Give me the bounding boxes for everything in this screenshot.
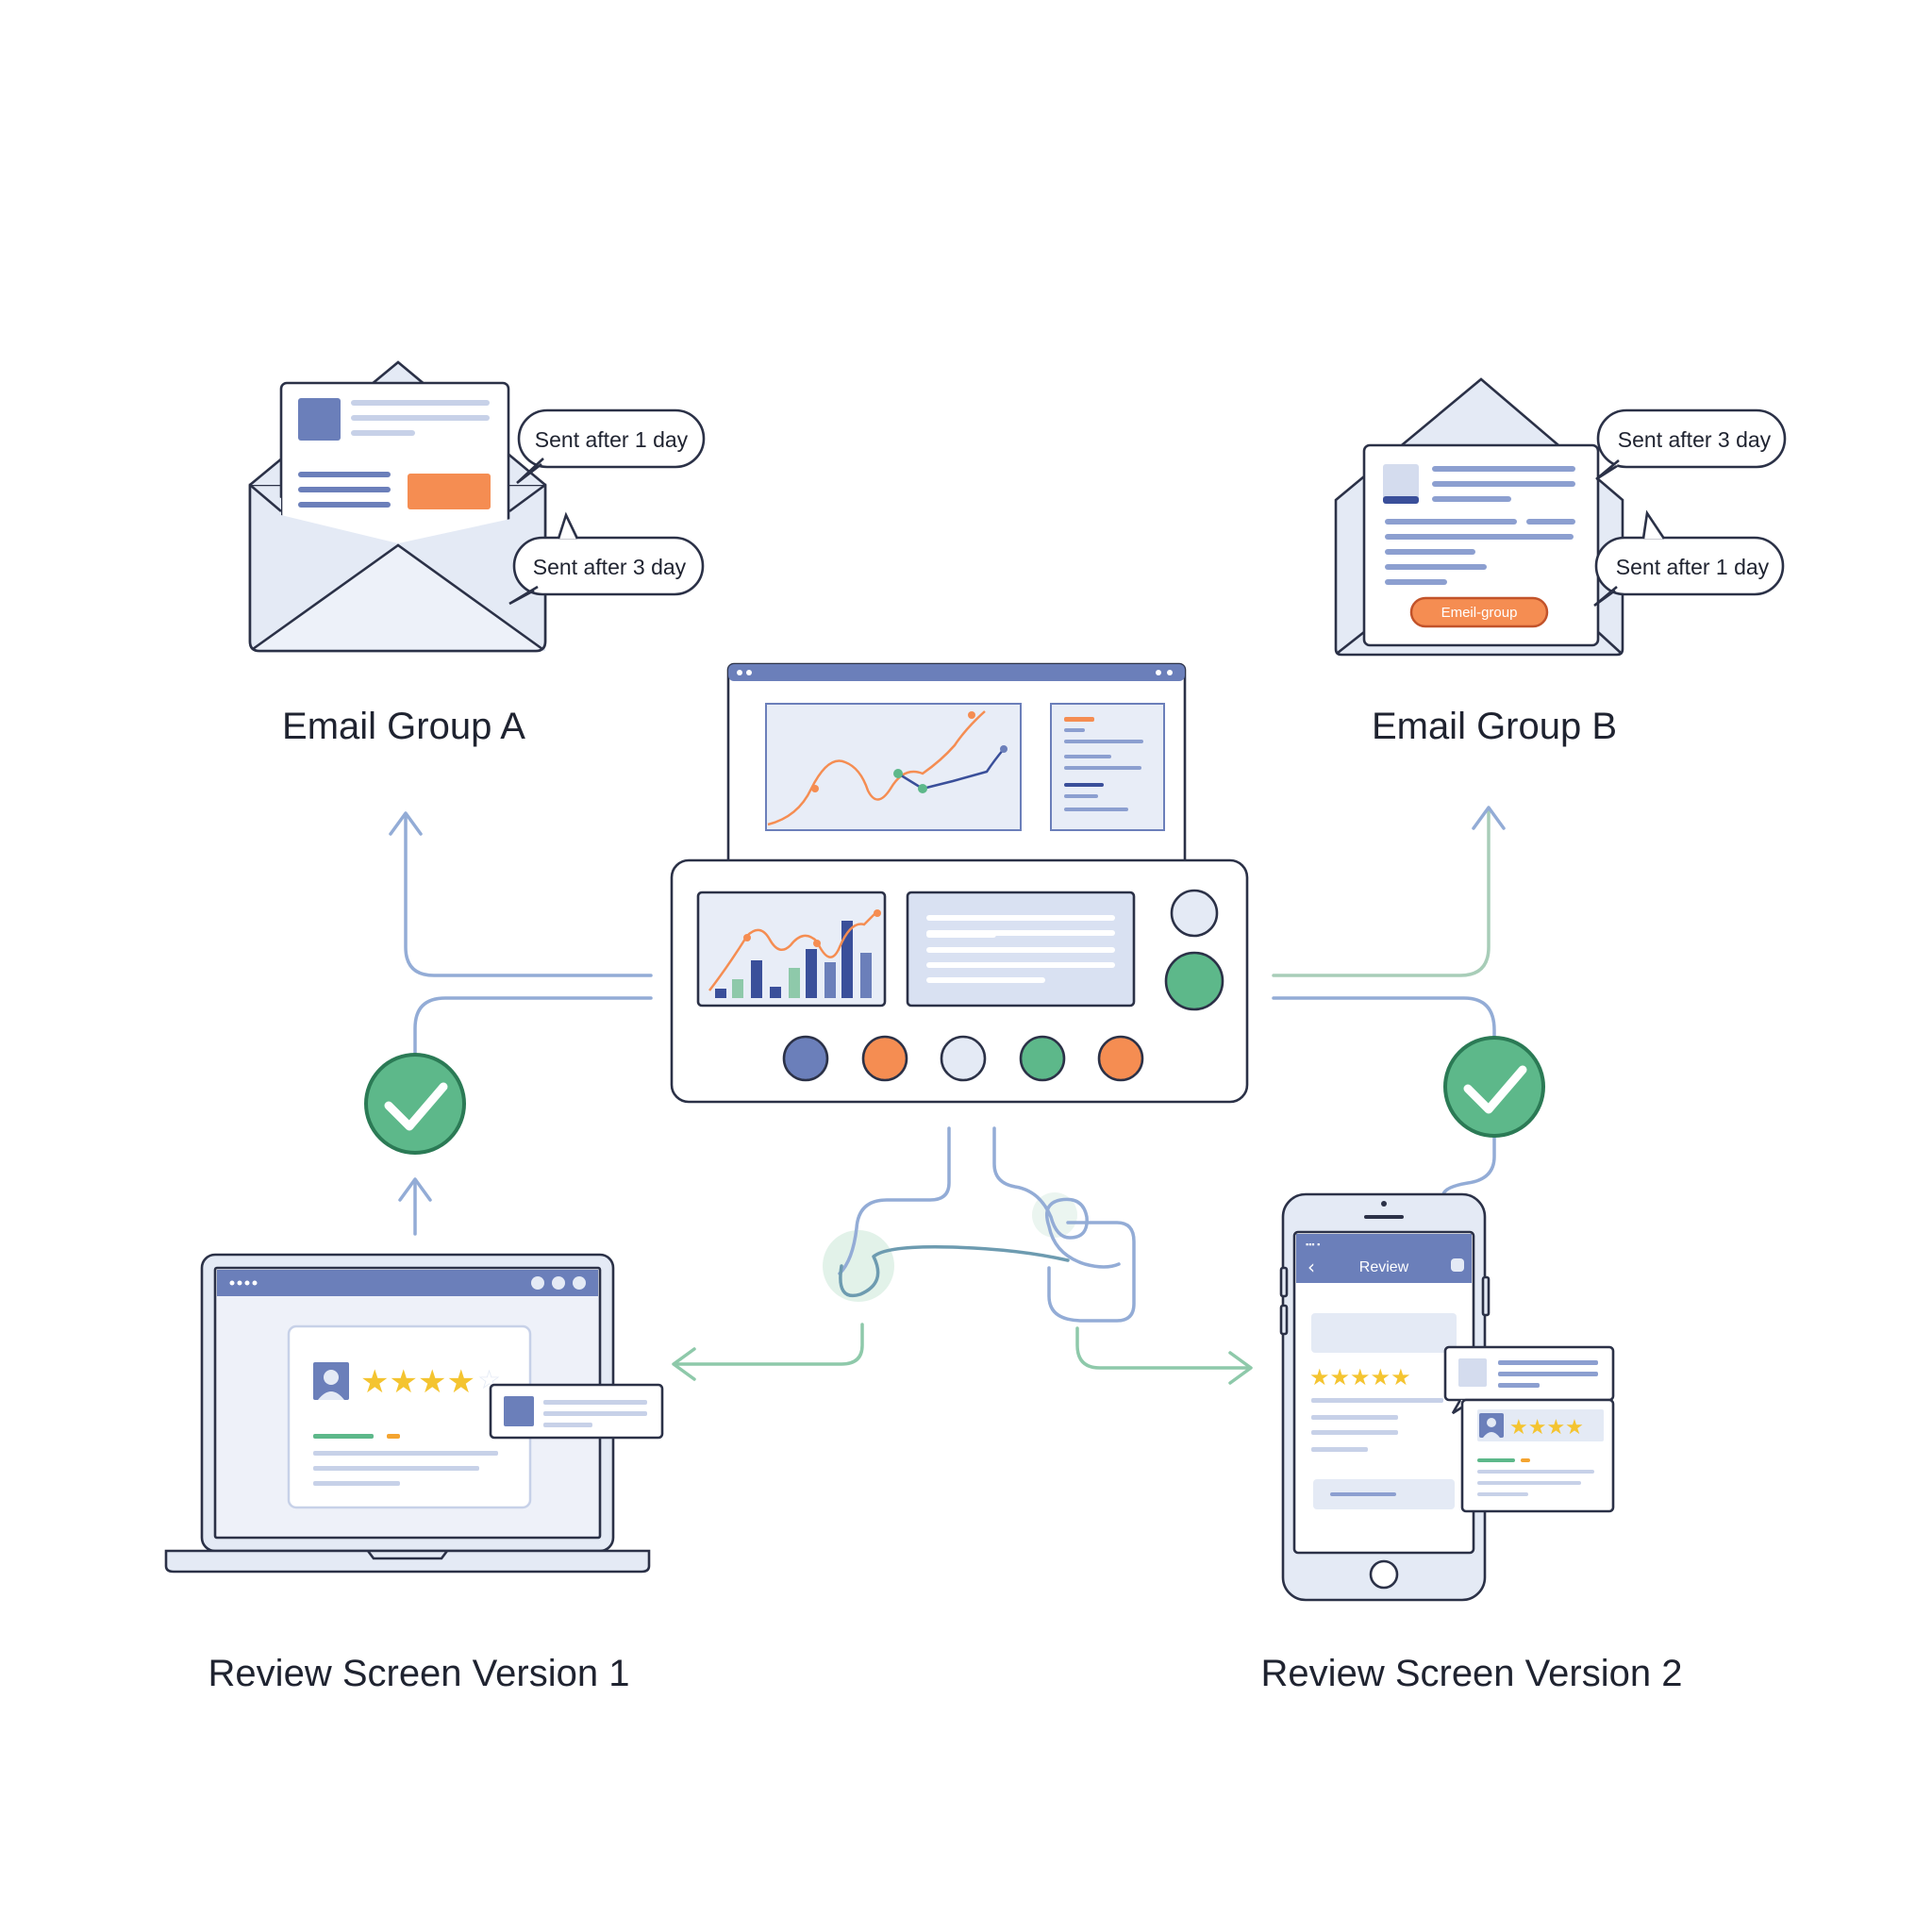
phone-header-title: Review <box>1359 1259 1409 1275</box>
review-screen-v2: ▪▪▪ ▪ ‹ Review ★★★★★ <box>1261 1192 1683 1694</box>
connector-check-to-phone <box>1441 1136 1496 1196</box>
checkmark-icon <box>1443 1036 1545 1138</box>
star-icon: ★★★★ <box>1509 1416 1584 1440</box>
email-group-a-label: Email Group A <box>282 706 525 747</box>
dashboard-button <box>861 1035 908 1082</box>
envelope-icon: Emeil-group <box>1334 377 1624 657</box>
star-icon: ★★★★ <box>360 1363 475 1401</box>
arrow-to-email-group-a <box>404 815 653 977</box>
email-b-bubble-bottom: Sent after 1 day <box>1616 555 1770 579</box>
laptop-icon: ★★★★ ☆ <box>164 1253 664 1574</box>
dashboard-button <box>1097 1035 1144 1082</box>
review-v1-label: Review Screen Version 1 <box>208 1653 630 1694</box>
back-chevron-icon[interactable]: ‹ <box>1307 1256 1315 1278</box>
connector-lower-left <box>838 1126 951 1275</box>
dashboard-button <box>940 1035 987 1082</box>
email-group-b-label: Email Group B <box>1372 706 1617 747</box>
review-v2-label: Review Screen Version 2 <box>1261 1653 1683 1694</box>
avatar-icon <box>313 1362 349 1400</box>
dashboard-button <box>1019 1035 1066 1082</box>
arrow-head-icon <box>672 1347 696 1381</box>
arrow-head-icon <box>398 1177 432 1202</box>
arrow-to-laptop <box>674 1323 864 1366</box>
arrow-head-icon <box>1472 806 1506 830</box>
home-button[interactable] <box>1369 1559 1399 1590</box>
arrow-head-icon <box>1228 1351 1253 1385</box>
email-b-bubble-top: Sent after 3 day <box>1618 427 1772 452</box>
dashboard-button <box>782 1035 829 1082</box>
arrow-to-email-group-b <box>1272 809 1491 977</box>
review-screen-v1: ★★★★ ☆ Review Screen Version 1 <box>164 1253 664 1694</box>
dashboard-knob <box>1170 889 1219 938</box>
envelope-icon <box>248 360 547 653</box>
email-a-bubble-bottom: Sent after 3 day <box>533 555 687 579</box>
speech-bubble-icon: Sent after 3 day <box>1595 408 1787 481</box>
smartphone-icon: ▪▪▪ ▪ ‹ Review ★★★★★ <box>1279 1192 1615 1602</box>
speech-bubble-icon: Sent after 1 day <box>516 408 706 485</box>
arrow-to-phone <box>1075 1326 1251 1370</box>
email-group-b: Emeil-group Sent after 3 day Sent after … <box>1334 377 1787 747</box>
star-icon: ★★★★★ <box>1309 1364 1411 1391</box>
svg-text:▪▪▪ ▪: ▪▪▪ ▪ <box>1306 1240 1320 1249</box>
connector-lower-right-loop <box>1047 1221 1136 1323</box>
speech-bubble-icon: Sent after 3 day <box>508 511 705 606</box>
connector-right-check <box>1272 996 1496 1040</box>
email-group-b-button-label: Emeil-group <box>1441 605 1518 621</box>
dashboard-icon <box>670 662 1249 1104</box>
checkmark-icon <box>364 1053 466 1155</box>
profile-icon[interactable] <box>1451 1258 1464 1272</box>
email-group-a: Sent after 1 day Sent after 3 day Email … <box>248 360 706 747</box>
email-group-b-button <box>1409 596 1549 628</box>
speech-bubble-icon: Sent after 1 day <box>1593 509 1785 608</box>
email-cta-button <box>408 474 491 509</box>
star-rating: ★★★★ ☆ <box>360 1363 501 1401</box>
email-a-bubble-top: Sent after 1 day <box>535 427 689 452</box>
connector-left-check <box>413 996 653 1055</box>
arrow-head-icon <box>389 811 423 836</box>
dashboard-knob <box>1164 951 1224 1011</box>
connectors <box>389 806 1506 1385</box>
connector-swirl <box>839 1244 1070 1298</box>
avatar-icon <box>1479 1413 1504 1438</box>
connector-lower-mid <box>992 1126 1121 1269</box>
